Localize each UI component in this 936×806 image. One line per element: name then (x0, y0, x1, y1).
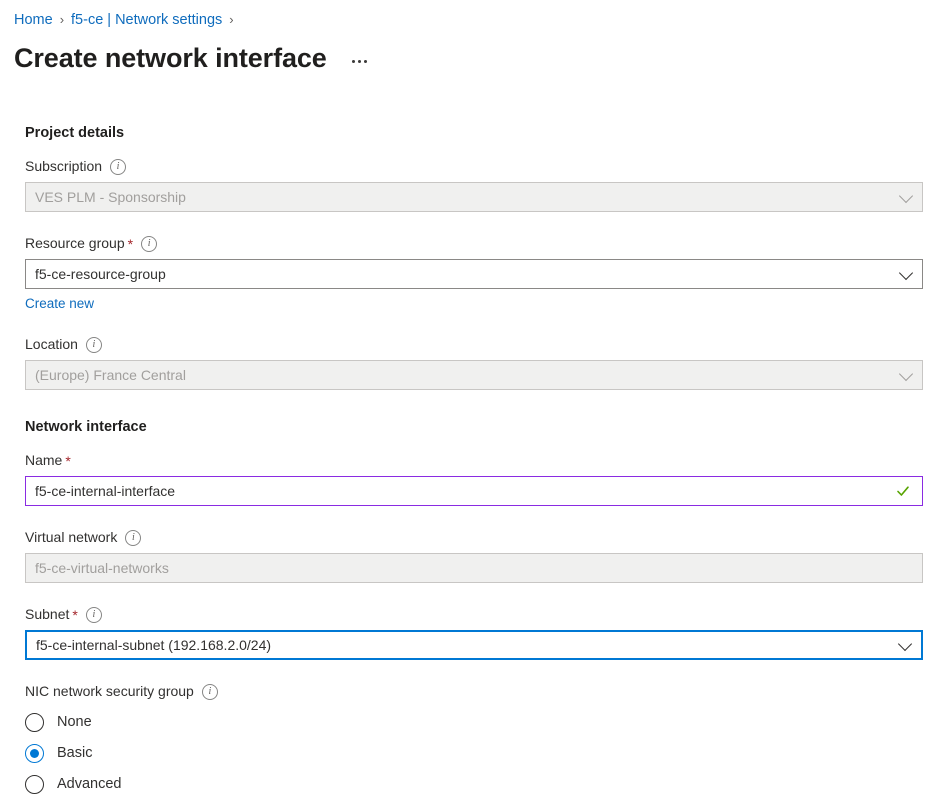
virtual-network-value: f5-ce-virtual-networks (35, 560, 169, 576)
radio-label: Basic (57, 745, 93, 761)
info-icon[interactable]: i (85, 606, 102, 623)
required-asterisk: * (65, 452, 71, 469)
required-asterisk: * (72, 606, 78, 623)
field-nic-network-security-group: NIC network security group i None Basic … (25, 682, 898, 800)
chevron-down-icon[interactable] (898, 265, 914, 281)
field-location: Location i (Europe) France Central (25, 335, 923, 390)
label-text: Subnet (25, 606, 70, 622)
radio-option-advanced[interactable]: Advanced (25, 769, 898, 800)
resource-group-dropdown[interactable]: f5-ce-resource-group (25, 259, 923, 289)
label-name: Name * (25, 451, 898, 470)
section-heading-network-interface: Network interface (25, 419, 147, 435)
label-location: Location i (25, 335, 898, 354)
chevron-down-icon[interactable] (897, 636, 913, 652)
dot-icon (351, 59, 355, 63)
breadcrumb: Home › f5-ce | Network settings › (0, 0, 936, 29)
name-input[interactable]: f5-ce-internal-interface (25, 476, 923, 506)
breadcrumb-item-home[interactable]: Home (14, 12, 53, 28)
dot-icon (363, 59, 367, 63)
more-actions-icon[interactable] (347, 56, 372, 67)
label-subscription: Subscription i (25, 157, 898, 176)
name-value: f5-ce-internal-interface (35, 483, 176, 499)
subscription-value: VES PLM - Sponsorship (35, 189, 186, 205)
section-heading-project-details: Project details (25, 125, 125, 141)
label-text: Location (25, 336, 78, 352)
chevron-down-icon (898, 188, 914, 204)
breadcrumb-separator-icon: › (229, 12, 234, 27)
resource-group-value: f5-ce-resource-group (35, 266, 166, 282)
radio-button-selected[interactable] (25, 744, 44, 763)
radio-label: Advanced (57, 776, 122, 792)
breadcrumb-separator-icon: › (59, 12, 65, 27)
info-icon[interactable]: i (125, 529, 142, 546)
label-text: Subscription (25, 158, 103, 174)
field-resource-group: Resource group * i f5-ce-resource-group … (25, 234, 923, 313)
create-new-resource-group-link[interactable]: Create new (25, 296, 95, 311)
required-asterisk: * (127, 235, 134, 252)
nsg-radio-group: None Basic Advanced (25, 707, 898, 800)
info-icon[interactable]: i (141, 235, 158, 252)
label-text: NIC network security group (25, 683, 194, 699)
label-resource-group: Resource group * i (25, 234, 898, 253)
radio-button[interactable] (25, 775, 44, 794)
virtual-network-input: f5-ce-virtual-networks (25, 553, 923, 583)
create-network-interface-form: Project details Subscription i VES PLM -… (0, 124, 923, 800)
label-text: Virtual network (25, 529, 118, 545)
field-virtual-network: Virtual network i f5-ce-virtual-networks (25, 528, 923, 583)
info-icon[interactable]: i (110, 158, 127, 175)
subnet-value: f5-ce-internal-subnet (192.168.2.0/24) (36, 637, 272, 653)
radio-button[interactable] (25, 713, 44, 732)
label-text: Resource group (25, 235, 125, 251)
location-dropdown: (Europe) France Central (25, 360, 923, 390)
radio-label: None (57, 714, 92, 730)
field-subnet: Subnet * i f5-ce-internal-subnet (192.16… (25, 605, 923, 660)
page-header: Create network interface (0, 29, 936, 75)
label-text: Name (25, 452, 63, 468)
radio-option-basic[interactable]: Basic (25, 738, 898, 769)
radio-option-none[interactable]: None (25, 707, 898, 738)
subnet-dropdown[interactable]: f5-ce-internal-subnet (192.168.2.0/24) (25, 630, 923, 660)
subscription-dropdown: VES PLM - Sponsorship (25, 182, 923, 212)
dot-icon (357, 59, 361, 63)
location-value: (Europe) France Central (35, 367, 186, 383)
field-name: Name * f5-ce-internal-interface (25, 451, 923, 506)
label-nic-network-security-group: NIC network security group i (25, 682, 898, 701)
chevron-down-icon (898, 366, 914, 382)
info-icon[interactable]: i (85, 336, 102, 353)
info-icon[interactable]: i (201, 683, 218, 700)
label-subnet: Subnet * i (25, 605, 898, 624)
label-virtual-network: Virtual network i (25, 528, 898, 547)
check-icon (897, 486, 909, 496)
field-subscription: Subscription i VES PLM - Sponsorship (25, 157, 923, 212)
breadcrumb-item-network-settings[interactable]: f5-ce | Network settings (71, 12, 223, 28)
page-title: Create network interface (14, 43, 327, 73)
